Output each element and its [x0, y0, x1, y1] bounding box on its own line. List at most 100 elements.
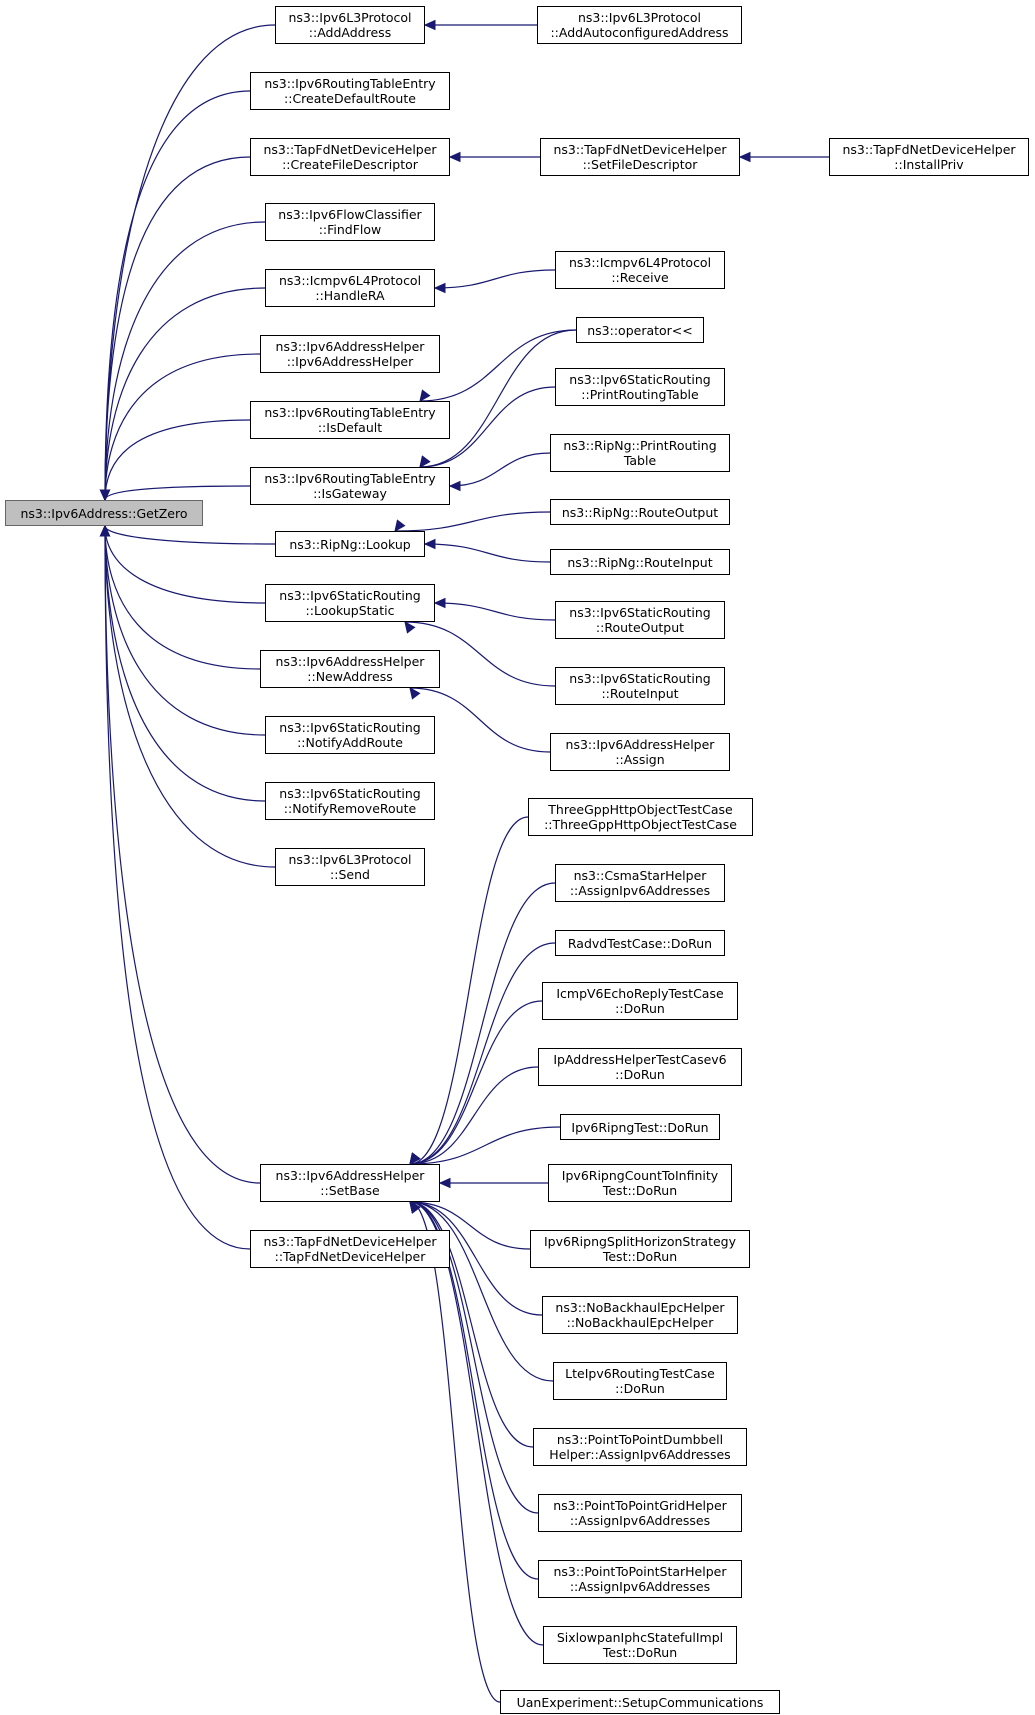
node-label: ::AssignIpv6Addresses [569, 883, 711, 898]
node-addrhelper-ctor[interactable]: ns3::Ipv6AddressHelper::Ipv6AddressHelpe… [260, 335, 440, 373]
node-label: SixlowpanIphcStatefulImpl [556, 1630, 724, 1645]
arrowhead [99, 524, 111, 537]
node-label: ::NotifyRemoveRoute [283, 801, 417, 816]
node-label: ns3::Ipv6AddressHelper [275, 339, 425, 354]
node-nobackhaul-ctor[interactable]: ns3::NoBackhaulEpcHelper::NoBackhaulEpcH… [542, 1296, 738, 1334]
arrowhead [394, 519, 406, 532]
node-static-routeinput[interactable]: ns3::Ipv6StaticRouting::RouteInput [555, 667, 725, 705]
node-label: Helper::AssignIpv6Addresses [549, 1447, 731, 1462]
node-label: ::TapFdNetDeviceHelper [274, 1249, 426, 1264]
node-label: Test::DoRun [602, 1183, 678, 1198]
edge-icmp-receive-to-icmp-handlera [434, 269, 556, 289]
node-label: ns3::Ipv6RoutingTableEntry [264, 405, 436, 420]
arrowhead [409, 1152, 421, 1165]
arrowhead [409, 1201, 421, 1214]
arrowhead [423, 19, 436, 31]
node-label: ::RouteInput [601, 686, 679, 701]
node-tap-createfd[interactable]: ns3::TapFdNetDeviceHelper::CreateFileDes… [250, 138, 450, 176]
node-label: ::NotifyAddRoute [297, 735, 403, 750]
node-ripng-routeoutput[interactable]: ns3::RipNg::RouteOutput [550, 499, 730, 525]
node-static-printtable[interactable]: ns3::Ipv6StaticRouting::PrintRoutingTabl… [555, 368, 725, 406]
node-l3-addautoconf[interactable]: ns3::Ipv6L3Protocol::AddAutoconfiguredAd… [537, 6, 742, 44]
node-label: ns3::Ipv6L3Protocol [288, 10, 412, 25]
edge-http-testcase-to-addrhelper-setbase [409, 816, 529, 1165]
node-ripngtest-dorun[interactable]: Ipv6RipngTest::DoRun [560, 1114, 720, 1140]
node-label: ::NoBackhaulEpcHelper [566, 1315, 714, 1330]
node-lte-dorun[interactable]: LteIpv6RoutingTestCase::DoRun [553, 1362, 727, 1400]
node-label: ns3::Ipv6StaticRouting [569, 605, 711, 620]
arrowhead [738, 151, 751, 163]
node-label: ::SetFileDescriptor [582, 157, 698, 172]
node-static-notifyadd[interactable]: ns3::Ipv6StaticRouting::NotifyAddRoute [265, 716, 435, 754]
node-label: ns3::CsmaStarHelper [573, 868, 707, 883]
edge-rte-isdefault-to-getzero [104, 419, 251, 501]
node-label: RadvdTestCase::DoRun [567, 935, 713, 951]
node-rte-isgateway[interactable]: ns3::Ipv6RoutingTableEntry::IsGateway [250, 467, 450, 505]
node-label: ns3::RipNg::RouteOutput [561, 504, 719, 520]
edge-lte-dorun-to-addrhelper-setbase [409, 1201, 554, 1382]
node-operator-ltlt[interactable]: ns3::operator<< [576, 317, 704, 343]
edge-addrhelper-newaddress-to-getzero [104, 525, 261, 670]
node-icmp-handlera[interactable]: ns3::Icmpv6L4Protocol::HandleRA [265, 269, 435, 307]
node-label: ns3::NoBackhaulEpcHelper [555, 1300, 725, 1315]
node-tap-ctor[interactable]: ns3::TapFdNetDeviceHelper::TapFdNetDevic… [250, 1230, 450, 1268]
edge-csma-assign-to-addrhelper-setbase [409, 882, 556, 1165]
arrowhead [404, 621, 416, 634]
node-ripng-lookup[interactable]: ns3::RipNg::Lookup [275, 531, 425, 557]
node-csma-assign[interactable]: ns3::CsmaStarHelper::AssignIpv6Addresses [555, 864, 725, 902]
node-label: ns3::Ipv6AddressHelper [565, 737, 715, 752]
node-addrhelper-setbase[interactable]: ns3::Ipv6AddressHelper::SetBase [260, 1164, 440, 1202]
node-label: Table [623, 453, 657, 468]
node-ripng-routeinput[interactable]: ns3::RipNg::RouteInput [550, 549, 730, 575]
node-label: UanExperiment::SetupCommunications [516, 1694, 764, 1710]
node-addrhelper-newaddress[interactable]: ns3::Ipv6AddressHelper::NewAddress [260, 650, 440, 688]
edge-static-printtable-to-rte-isgateway [419, 386, 556, 468]
node-label: ns3::TapFdNetDeviceHelper [263, 1234, 437, 1249]
edge-ripng-printtable-to-rte-isgateway [449, 452, 551, 487]
node-icmp-receive[interactable]: ns3::Icmpv6L4Protocol::Receive [555, 251, 725, 289]
node-label: ns3::Ipv6Address::GetZero [20, 505, 188, 521]
node-label: ::InstallPriv [894, 157, 964, 172]
node-getzero[interactable]: ns3::Ipv6Address::GetZero [5, 500, 203, 526]
node-label: ns3::TapFdNetDeviceHelper [263, 142, 437, 157]
node-uan-setup[interactable]: UanExperiment::SetupCommunications [500, 1690, 780, 1714]
node-label: ns3::Icmpv6L4Protocol [568, 255, 712, 270]
node-http-testcase[interactable]: ThreeGppHttpObjectTestCase::ThreeGppHttp… [528, 798, 753, 836]
node-flow-findflow[interactable]: ns3::Ipv6FlowClassifier::FindFlow [265, 203, 435, 241]
edge-static-notifyremove-to-getzero [104, 525, 266, 802]
node-tap-setfd[interactable]: ns3::TapFdNetDeviceHelper::SetFileDescri… [540, 138, 740, 176]
arrowhead [438, 1177, 451, 1189]
node-label: ThreeGppHttpObjectTestCase [548, 802, 733, 817]
arrowhead [433, 282, 446, 294]
node-rte-isdefault[interactable]: ns3::Ipv6RoutingTableEntry::IsDefault [250, 401, 450, 439]
node-label: ::DoRun [615, 1381, 665, 1396]
node-ipaddrhelper-dorun[interactable]: IpAddressHelperTestCasev6::DoRun [538, 1048, 742, 1086]
node-icmpecho-dorun[interactable]: IcmpV6EchoReplyTestCase::DoRun [542, 982, 738, 1020]
node-label: Ipv6RipngTest::DoRun [571, 1119, 709, 1135]
edge-operator-ltlt-to-rte-isgateway [419, 329, 577, 468]
node-rte-createdefault[interactable]: ns3::Ipv6RoutingTableEntry::CreateDefaul… [250, 72, 450, 110]
node-static-notifyremove[interactable]: ns3::Ipv6StaticRouting::NotifyRemoveRout… [265, 782, 435, 820]
node-p2pstar-assign[interactable]: ns3::PointToPointStarHelper::AssignIpv6A… [538, 1560, 742, 1598]
node-label: ns3::Ipv6FlowClassifier [278, 207, 422, 222]
node-l3-send[interactable]: ns3::Ipv6L3Protocol::Send [275, 848, 425, 886]
node-tap-installpriv[interactable]: ns3::TapFdNetDeviceHelper::InstallPriv [829, 138, 1029, 176]
node-static-lookup[interactable]: ns3::Ipv6StaticRouting::LookupStatic [265, 584, 435, 622]
edge-layer [99, 19, 829, 1703]
node-radvd-dorun[interactable]: RadvdTestCase::DoRun [555, 930, 725, 956]
node-static-routeoutput[interactable]: ns3::Ipv6StaticRouting::RouteOutput [555, 601, 725, 639]
node-label: Test::DoRun [602, 1249, 678, 1264]
node-p2pgrid-assign[interactable]: ns3::PointToPointGridHelper::AssignIpv6A… [538, 1494, 742, 1532]
edge-tap-createfd-to-getzero [104, 156, 251, 501]
node-l3-addaddress[interactable]: ns3::Ipv6L3Protocol::AddAddress [275, 6, 425, 44]
node-addrhelper-assign[interactable]: ns3::Ipv6AddressHelper::Assign [550, 733, 730, 771]
edge-tap-ctor-to-getzero [104, 525, 251, 1250]
node-label: Ipv6RipngCountToInfinity [561, 1168, 719, 1183]
edge-ripngsplit-dorun-to-addrhelper-setbase [409, 1201, 531, 1250]
